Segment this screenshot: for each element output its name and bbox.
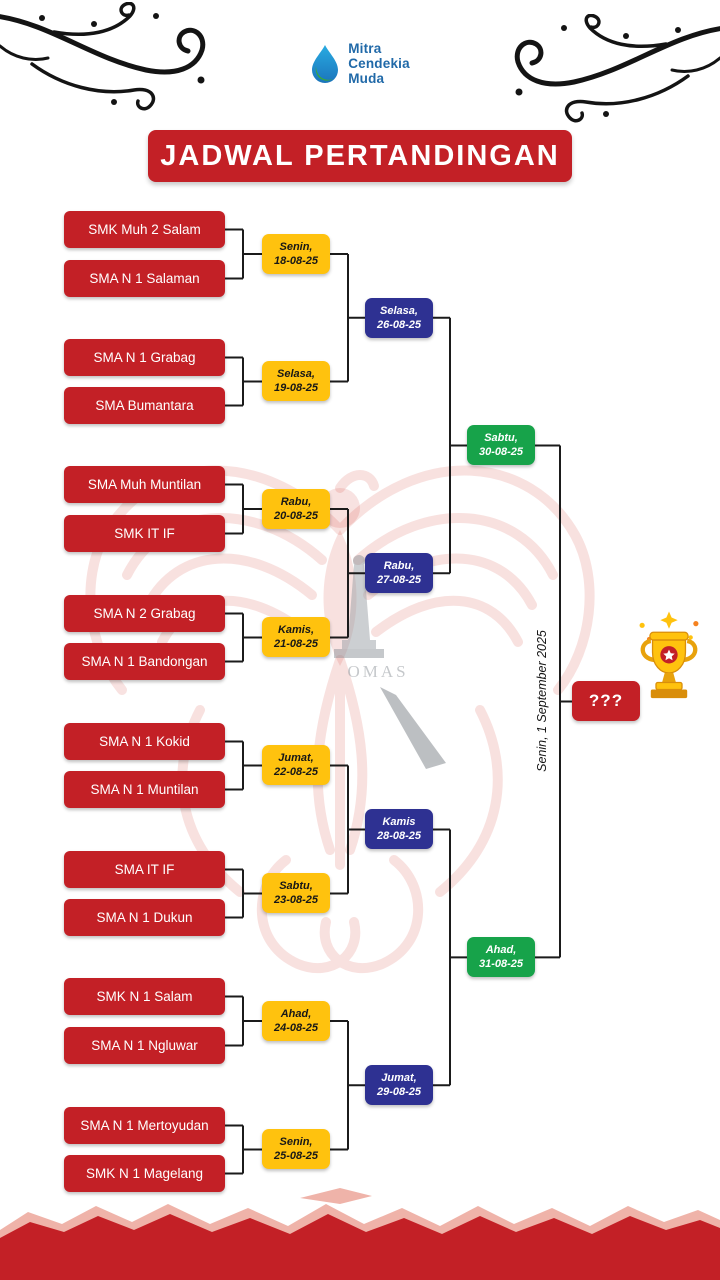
- round1-date-box: Senin, 25-08-25: [262, 1129, 330, 1169]
- team-box: SMA N 1 Dukun: [64, 899, 225, 936]
- round1-date-box: Kamis, 21-08-25: [262, 617, 330, 657]
- match-date: 31-08-25: [478, 958, 524, 970]
- match-day: Sabtu,: [484, 431, 518, 444]
- match-date: 27-08-25: [376, 574, 422, 586]
- match-date: 23-08-25: [273, 894, 319, 906]
- match-day: Jumat,: [381, 1071, 417, 1084]
- team-box: SMA Muh Muntilan: [64, 466, 225, 503]
- match-day: Ahad,: [280, 1007, 312, 1020]
- match-day: Kamis: [382, 815, 416, 828]
- match-date: 19-08-25: [273, 382, 319, 394]
- match-day: Kamis,: [277, 623, 315, 636]
- match-day: Rabu,: [280, 495, 312, 508]
- team-box: SMA N 1 Ngluwar: [64, 1027, 225, 1064]
- match-date: 25-08-25: [273, 1150, 319, 1162]
- team-box: SMA N 1 Grabag: [64, 339, 225, 376]
- match-day: Sabtu,: [279, 879, 313, 892]
- team-box: SMK Muh 2 Salam: [64, 211, 225, 248]
- round1-date-box: Selasa, 19-08-25: [262, 361, 330, 401]
- match-day: Selasa,: [277, 367, 315, 380]
- match-day: Senin,: [279, 1135, 313, 1148]
- match-date: 18-08-25: [273, 255, 319, 267]
- team-box: SMA N 2 Grabag: [64, 595, 225, 632]
- semifinal-date-box: Sabtu, 30-08-25: [467, 425, 535, 465]
- team-box: SMA N 1 Kokid: [64, 723, 225, 760]
- match-date: 29-08-25: [376, 1086, 422, 1098]
- team-box: SMA Bumantara: [64, 387, 225, 424]
- logo-text: Mitra Cendekia Muda: [348, 41, 410, 87]
- team-box: SMK N 1 Magelang: [64, 1155, 225, 1192]
- trophy-icon: [639, 611, 699, 699]
- logo-line-3: Muda: [348, 70, 385, 86]
- round1-date-box: Ahad, 24-08-25: [262, 1001, 330, 1041]
- team-box: SMA N 1 Muntilan: [64, 771, 225, 808]
- round1-date-box: Sabtu, 23-08-25: [262, 873, 330, 913]
- match-day: Ahad,: [485, 943, 517, 956]
- match-day: Jumat,: [278, 751, 314, 764]
- match-date: 28-08-25: [376, 830, 422, 842]
- match-date: 24-08-25: [273, 1022, 319, 1034]
- semifinal-date-box: Ahad, 31-08-25: [467, 937, 535, 977]
- torn-paper-bottom: [0, 1188, 720, 1280]
- team-box: SMK IT IF: [64, 515, 225, 552]
- final-date-label: Senin, 1 September 2025: [535, 630, 549, 772]
- team-box: SMK N 1 Salam: [64, 978, 225, 1015]
- quarterfinal-date-box: Jumat, 29-08-25: [365, 1065, 433, 1105]
- logo-droplet-icon: [312, 45, 339, 84]
- team-box: SMA N 1 Salaman: [64, 260, 225, 297]
- logo-line-2: Cendekia: [348, 55, 410, 71]
- champion-placeholder-box: ???: [572, 681, 640, 721]
- logo: Mitra Cendekia Muda: [0, 41, 720, 87]
- team-box: SMA IT IF: [64, 851, 225, 888]
- match-date: 30-08-25: [478, 446, 524, 458]
- team-box: SMA N 1 Mertoyudan: [64, 1107, 225, 1144]
- team-box: SMA N 1 Bandongan: [64, 643, 225, 680]
- page-title: JADWAL PERTANDINGAN: [160, 139, 560, 172]
- match-date: 21-08-25: [273, 638, 319, 650]
- monument-watermark-text: OMAS: [347, 662, 408, 681]
- quarterfinal-date-box: Rabu, 27-08-25: [365, 553, 433, 593]
- match-date: 26-08-25: [376, 319, 422, 331]
- match-day: Rabu,: [383, 559, 415, 572]
- round1-date-box: Rabu, 20-08-25: [262, 489, 330, 529]
- round1-date-box: Senin, 18-08-25: [262, 234, 330, 274]
- match-day: Selasa,: [380, 304, 418, 317]
- round1-date-box: Jumat, 22-08-25: [262, 745, 330, 785]
- match-day: Senin,: [279, 240, 313, 253]
- match-date: 20-08-25: [273, 510, 319, 522]
- match-date: 22-08-25: [273, 766, 319, 778]
- logo-line-1: Mitra: [348, 41, 382, 56]
- quarterfinal-date-box: Selasa, 26-08-25: [365, 298, 433, 338]
- quarterfinal-date-box: Kamis 28-08-25: [365, 809, 433, 849]
- title-banner: JADWAL PERTANDINGAN: [148, 130, 572, 182]
